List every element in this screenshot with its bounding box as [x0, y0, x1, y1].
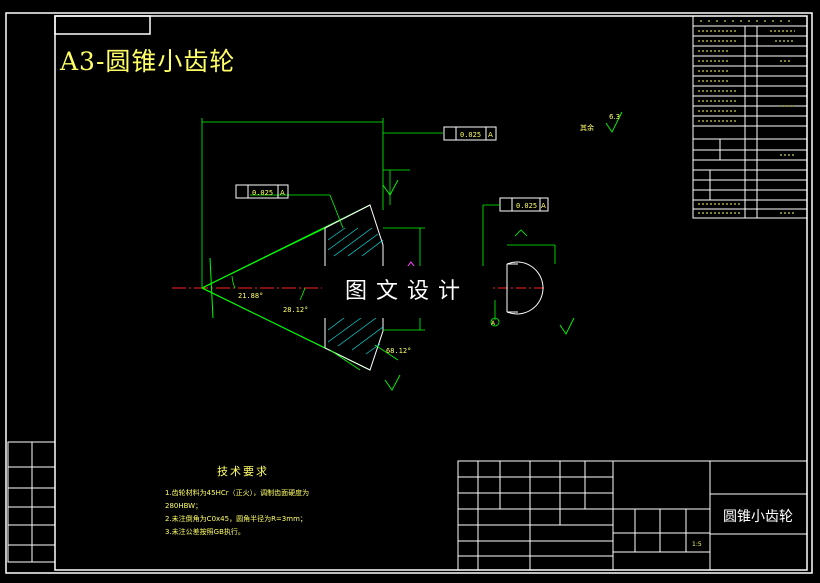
left-angle-label: 21.88°: [238, 292, 263, 300]
tol-frame-c-datum: A: [541, 202, 546, 210]
left-stamp-table: [7, 441, 56, 563]
title-block-part-name: 圆锥小齿轮: [723, 509, 793, 525]
tol-frame-c-value: 0.025: [516, 202, 537, 210]
section-hatching: [327, 227, 384, 355]
right-angle-label: 68.12°: [386, 347, 411, 355]
keyway-datum-mark: A: [491, 320, 496, 327]
tol-frame-b-datum: A: [280, 189, 285, 197]
drawing-frame-outer: [5, 12, 813, 574]
title-block: [457, 460, 808, 571]
geometric-tolerance-frames: [235, 126, 549, 212]
title-block-scale: 1:5: [692, 541, 702, 548]
frame-top-tab: [54, 15, 151, 35]
roughness-rest-label: 其余: [580, 123, 594, 132]
dimension-lines: [201, 118, 443, 371]
tol-frame-a-datum: A: [488, 131, 493, 139]
roughness-value: 6.3: [609, 113, 620, 121]
parameter-table-marks: [698, 20, 795, 214]
mid-angle-label: 28.12°: [283, 306, 308, 314]
roughness-symbols: [382, 111, 623, 391]
tech-requirement-line: 280HBW；: [165, 502, 203, 510]
tech-requirement-line: 1.齿轮材料为45HCr（正火），调制齿面硬度为: [165, 489, 310, 497]
tech-requirements-heading: 技术要求: [217, 465, 269, 478]
gear-parameter-table: [692, 15, 808, 219]
drawing-frame-inner: [54, 15, 808, 571]
tol-frame-b-value: 0.025: [252, 189, 273, 197]
tech-requirement-line: 3.未注公差按照GB执行。: [165, 528, 245, 536]
tol-frame-a-value: 0.025: [460, 131, 481, 139]
tech-requirement-line: 2.未注倒角为C0x45，圆角半径为R=3mm；: [165, 515, 307, 523]
keyway-dimensions: [482, 204, 556, 327]
watermark-label: 图文设计: [322, 266, 492, 318]
keyway-view: [506, 261, 544, 315]
drawing-title: A3-圆锥小齿轮: [60, 47, 236, 76]
